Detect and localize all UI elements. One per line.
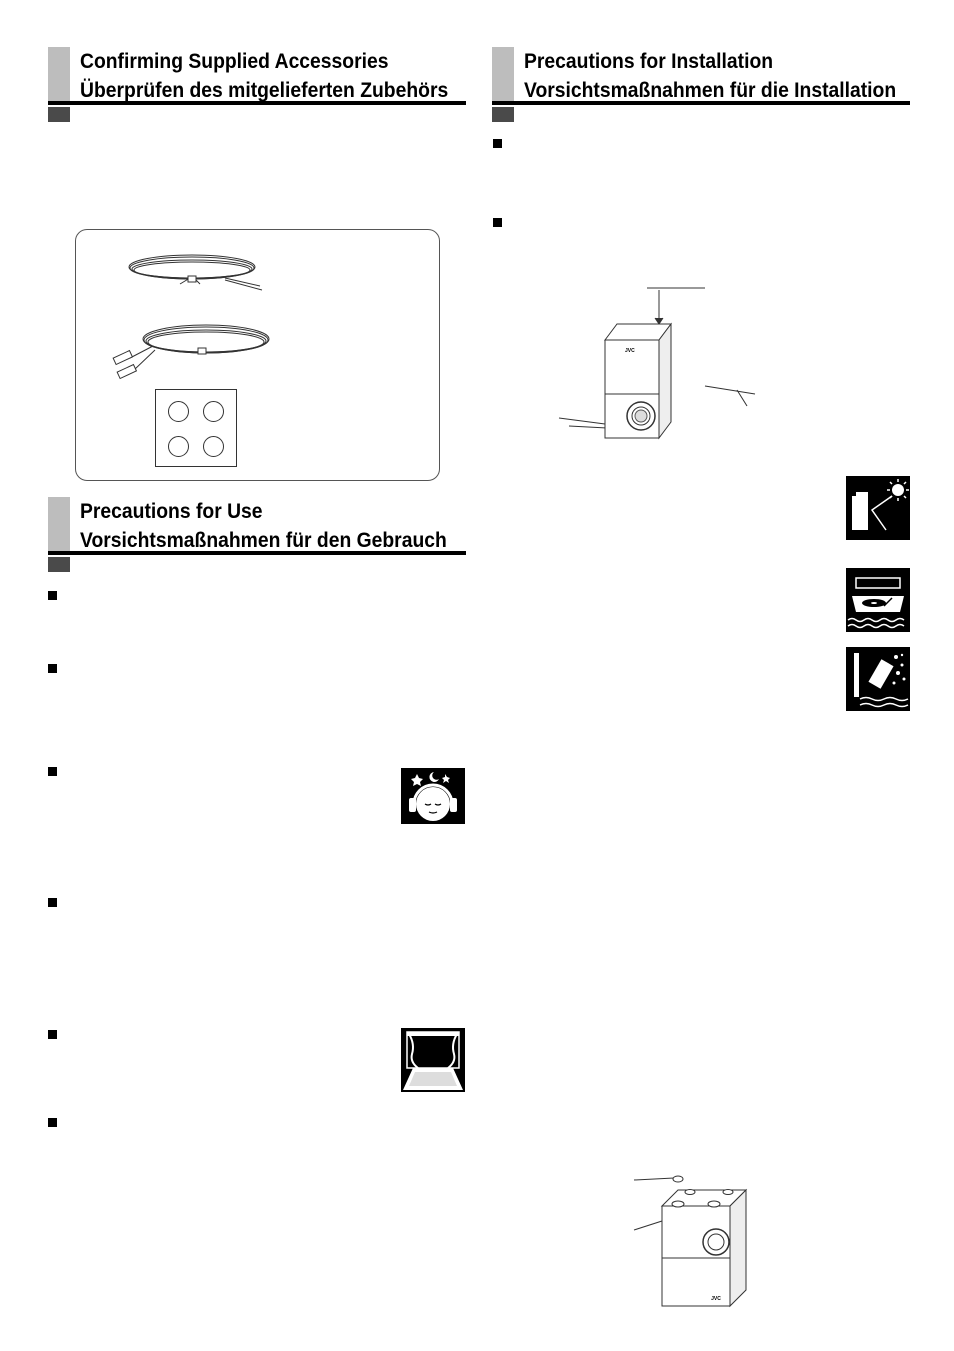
turntable-water-icon [846,568,910,632]
heading-bar [48,47,70,101]
heading-rule [48,101,466,105]
rca-cable-icon [112,324,270,380]
spilled-liquid-icon [846,647,910,711]
foot-pad [168,436,189,457]
heading-rule [48,551,466,555]
title-en: Precautions for Use [80,500,263,523]
section-use: Precautions for Use Vorsichtsmaßnahmen f… [48,497,466,577]
heading-title: Confirming Supplied Accessories Überprüf… [80,47,448,105]
foot-pad [168,401,189,422]
bullet [48,767,57,776]
speaker-cable-icon [128,254,263,291]
heading-title: Precautions for Installation Vorsichtsma… [524,47,896,105]
title-de: Vorsichtsmaßnahmen für den Gebrauch [80,529,447,552]
heading-title: Precautions for Use Vorsichtsmaßnahmen f… [80,497,447,555]
bullet [48,898,57,907]
title-de: Vorsichtsmaßnahmen für die Installation [524,79,897,102]
open-window-icon [401,1028,465,1092]
heading-rule [492,101,910,105]
title-en: Precautions for Installation [524,50,774,73]
language-tab [48,107,70,122]
bullet [48,1118,57,1127]
language-tab [48,557,70,572]
bullet [48,1030,57,1039]
sunlight-icon [846,476,910,540]
language-tab [492,107,514,122]
speaker-feet-diagram: JVC [633,1175,748,1308]
section-installation: Precautions for Installation Vorsichtsma… [492,47,910,127]
bullet [493,139,502,148]
speaker-clearance-diagram: JVC [558,287,756,440]
bullet [493,218,502,227]
heading-bar [48,497,70,551]
section-accessories: Confirming Supplied Accessories Überprüf… [48,47,466,127]
headphone-sleeper-icon [401,768,465,832]
title-en: Confirming Supplied Accessories [80,50,389,73]
heading-bar [492,47,514,101]
foot-pad [203,401,224,422]
title-de: Überprüfen des mitgelieferten Zubehörs [80,79,449,102]
svg-text:JVC: JVC [625,348,635,354]
bullet [48,591,57,600]
foot-pads-icon [155,389,237,467]
bullet [48,664,57,673]
foot-pad [203,436,224,457]
svg-text:JVC: JVC [711,1296,721,1302]
